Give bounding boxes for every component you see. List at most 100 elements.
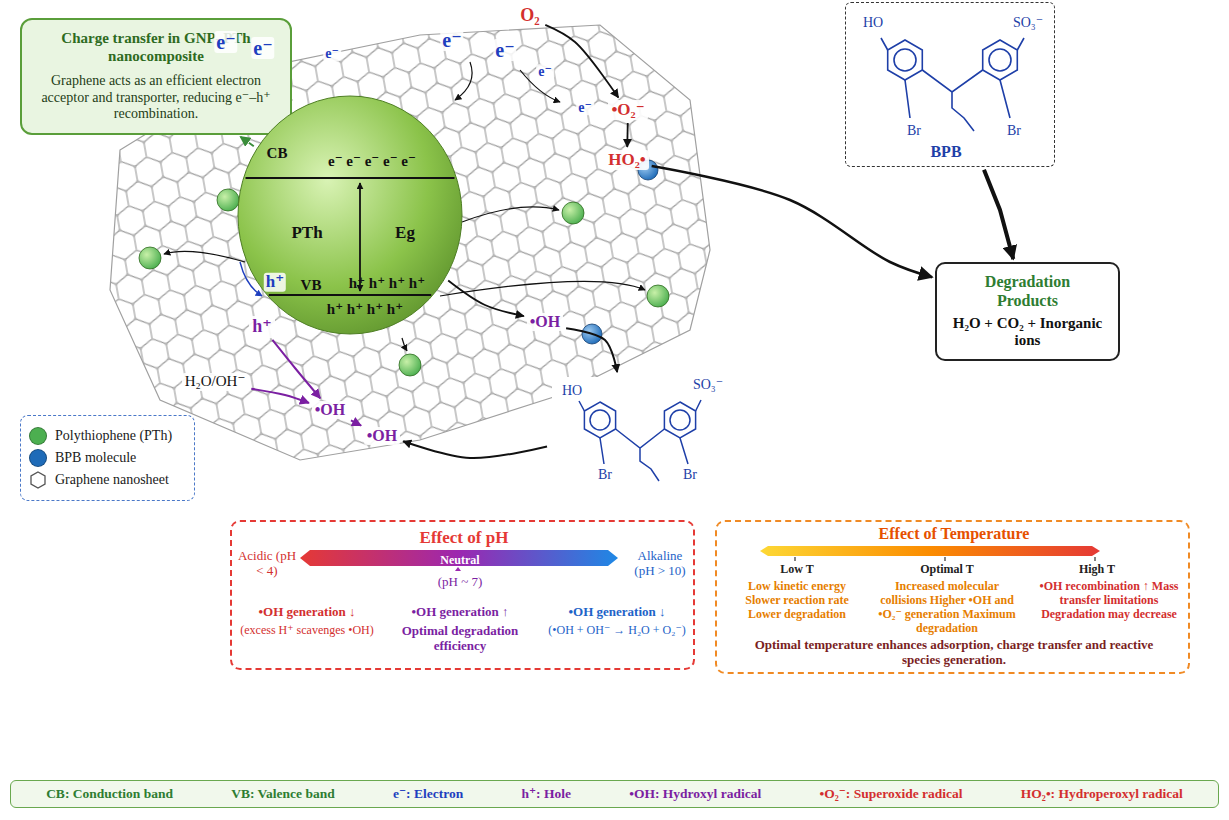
node-text: Effect of pH (364, 528, 564, 548)
product-box: Degradation ProductsH₂O + CO₂ + Inorgani… (935, 262, 1120, 361)
legend-entry: Polythiophene (PTh) (29, 427, 186, 445)
node-text: •OH (367, 427, 398, 446)
temperature-scale-bar (760, 546, 1100, 556)
node-text: h⁺ h⁺ h⁺ h⁺ (342, 275, 432, 293)
node-text: Low T (752, 562, 842, 576)
node-text: CB: Conduction band (46, 786, 173, 802)
legend-entry: BPB molecule (29, 449, 186, 467)
reaction-arrow (351, 420, 361, 425)
electron-label: e⁻ (251, 37, 274, 59)
node-text: Effect of Temperature (824, 525, 1084, 544)
node-text: Acidic (pH < 4) (236, 548, 298, 579)
reaction-arrow (984, 170, 1013, 259)
node-text: HO (557, 383, 587, 400)
node-text: Graphene acts as an efficient electron a… (34, 73, 278, 123)
reaction-arrow (403, 441, 547, 458)
effect-panel: Effect of TemperatureLow TOptimal THigh … (715, 520, 1190, 674)
node-text: BPB (921, 143, 971, 162)
effect-panel: Effect of pHAcidic (pH < 4)Neutral(pH ~ … (230, 520, 695, 670)
semiconductor-particle: e⁻ e⁻ e⁻ e⁻ e⁻ CB PTh EgVB h⁺ h⁺ h⁺ h⁺ h⁺ h⁺ … (237, 95, 463, 335)
legend-box: Polythiophene (PTh) BPB moleculeGraphene … (20, 415, 195, 501)
electron-label: e⁻ (493, 39, 516, 61)
species-label: •O₂⁻ (608, 100, 647, 120)
species-label: O₂ (517, 5, 542, 26)
node-text: Low kinetic energy Slower reaction rate … (732, 579, 862, 621)
node-text: •OH generation ↓ (545, 604, 690, 619)
temperature-scale-tick (795, 557, 1095, 561)
node-text: Optimal T (902, 562, 992, 576)
band-gap-arrow (359, 183, 361, 291)
node-text: •O₂⁻ (611, 100, 644, 120)
node-text: PTh (285, 223, 329, 243)
node-text: Optimal temperature enhances adsorption,… (734, 637, 1174, 668)
bpb-structure (881, 38, 1024, 131)
legend-entry: Graphene nanosheet (29, 471, 186, 489)
legend-text: Graphene nanosheet (55, 472, 169, 488)
species-label: •OH (312, 401, 349, 420)
node-text: Eg (388, 223, 422, 243)
node-text: (excess H⁺ scavenges •OH) (232, 623, 382, 637)
particle-body (238, 96, 462, 334)
node-text: h⁺: Hole (521, 786, 571, 802)
node-text: •O₂⁻: Superoxide radical (819, 786, 962, 802)
node-text: Neutral (420, 553, 500, 567)
node-text: e⁻ e⁻ e⁻ e⁻ e⁻ (307, 153, 437, 171)
legend-text: Polythiophene (PTh) (55, 428, 172, 444)
node-text: HO₂• (608, 150, 646, 170)
band-edge-line (269, 294, 431, 296)
legend-hexagon (29, 471, 47, 489)
node-text: (•OH + OH⁻ → H₂O + O₂⁻) (542, 623, 692, 637)
electron-label: e⁻ (440, 29, 463, 51)
node-text: CB (262, 145, 292, 163)
node-text: h⁺ h⁺ h⁺ h⁺ (320, 301, 410, 319)
node-text: O₂ (520, 5, 539, 26)
node-text: Optimal degradation efficiency (395, 623, 525, 654)
legend-swatch (29, 427, 47, 445)
molecule-ground (552, 377, 728, 488)
reaction-arrow (652, 166, 933, 277)
abbreviation-bar: CB: Conduction band VB: Valence band e⁻: E… (10, 780, 1219, 808)
node-text: H₂O + CO₂ + Inorganic ions (945, 315, 1110, 350)
species-label: HO₂• (605, 150, 649, 170)
info-callout-box: Charge transfer in GNP–PTh nanocomposite… (20, 18, 292, 135)
node-text: •OH (530, 313, 561, 332)
reaction-arrow (566, 328, 617, 372)
node-text: H₂O/OH⁻ (185, 373, 246, 391)
reaction-arrow (251, 389, 309, 403)
node-text: Br (590, 467, 620, 484)
molecule-box: HOSO₃⁻BrBr (550, 375, 730, 490)
node-text: Degradation Products (963, 273, 1093, 311)
node-text: HO₂•: Hydroperoxyl radical (1021, 786, 1183, 802)
node-text: SO₃⁻ (1008, 15, 1048, 32)
bpb-structure (579, 400, 701, 481)
electron-label: e⁻ (576, 100, 594, 115)
species-label: •OH (364, 427, 401, 446)
node-text: VB: Valence band (231, 786, 335, 802)
legend-swatch (29, 449, 47, 467)
node-text: •OH (315, 401, 346, 420)
node-text: h⁺ (252, 316, 272, 337)
node-text: Br (899, 123, 929, 140)
reaction-arrow (272, 340, 320, 398)
node-text: VB (297, 277, 325, 295)
hole-label: h⁺ (264, 273, 286, 292)
reaction-arrow (240, 137, 253, 147)
molecule-box: HO SO₃⁻ Br BrBPB (845, 2, 1055, 167)
band-edge-line (246, 177, 455, 179)
legend-text: BPB molecule (55, 450, 136, 466)
node-text: Increased molecular collisions Higher •O… (872, 579, 1022, 636)
particle-shape (237, 95, 463, 335)
node-text: Br (999, 123, 1029, 140)
node-text: HO (858, 15, 888, 32)
bpb-particle (582, 160, 658, 344)
species-label: •OH (527, 313, 564, 332)
node-text: e⁻: Electron (393, 786, 463, 802)
reaction-arrow (545, 25, 618, 98)
species-label: H₂O/OH⁻ (182, 373, 249, 391)
electron-label: e⁻ (214, 31, 237, 53)
node-text: Br (675, 467, 705, 484)
electron-label: e⁻ (323, 46, 341, 61)
node-text: Charge transfer in GNP–PTh nanocomposite (34, 30, 278, 65)
ph-scale-tick (455, 567, 461, 571)
